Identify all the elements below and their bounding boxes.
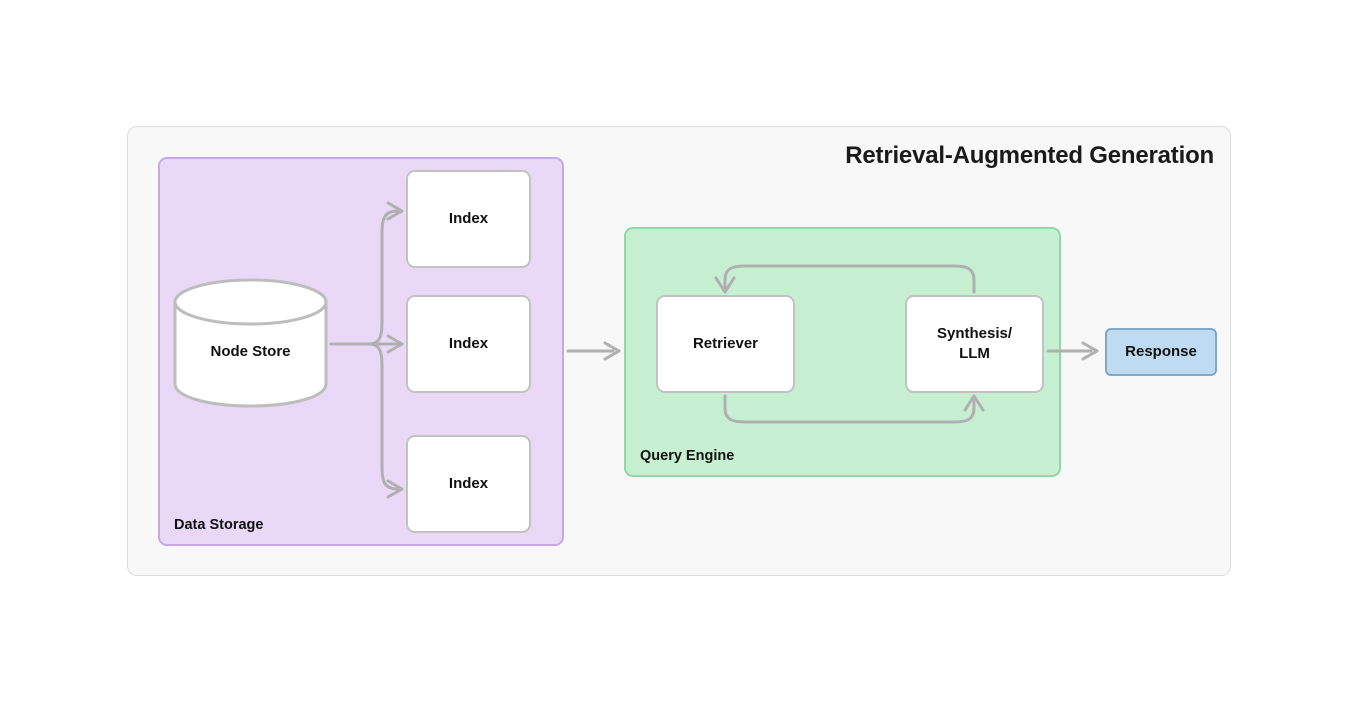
node-label-index-2: Index	[448, 335, 489, 353]
node-response[interactable]: Response	[1105, 328, 1217, 376]
node-index-2[interactable]: Index	[406, 295, 531, 393]
node-label-synthesis-line1: Synthesis/	[936, 325, 1013, 343]
group-label-query-engine: Query Engine	[640, 448, 735, 464]
node-label-node-store: Node Store	[210, 342, 291, 360]
group-label-data-storage: Data Storage	[174, 517, 264, 533]
node-label-index-1: Index	[448, 210, 489, 228]
node-label-retriever: Retriever	[692, 335, 759, 353]
node-node-store[interactable]: Node Store	[172, 277, 329, 409]
node-label-synthesis-line2: LLM	[959, 345, 990, 362]
node-label-response: Response	[1125, 343, 1197, 361]
node-synthesis-llm[interactable]: Synthesis/ LLM	[905, 295, 1044, 393]
node-retriever[interactable]: Retriever	[656, 295, 795, 393]
node-index-3[interactable]: Index	[406, 435, 531, 533]
node-label-synthesis-llm: Synthesis/ LLM	[937, 324, 1012, 364]
node-label-index-3: Index	[448, 475, 489, 493]
node-index-1[interactable]: Index	[406, 170, 531, 268]
cylinder-shape	[173, 278, 328, 408]
page-title: Retrieval-Augmented Generation	[845, 142, 1214, 169]
